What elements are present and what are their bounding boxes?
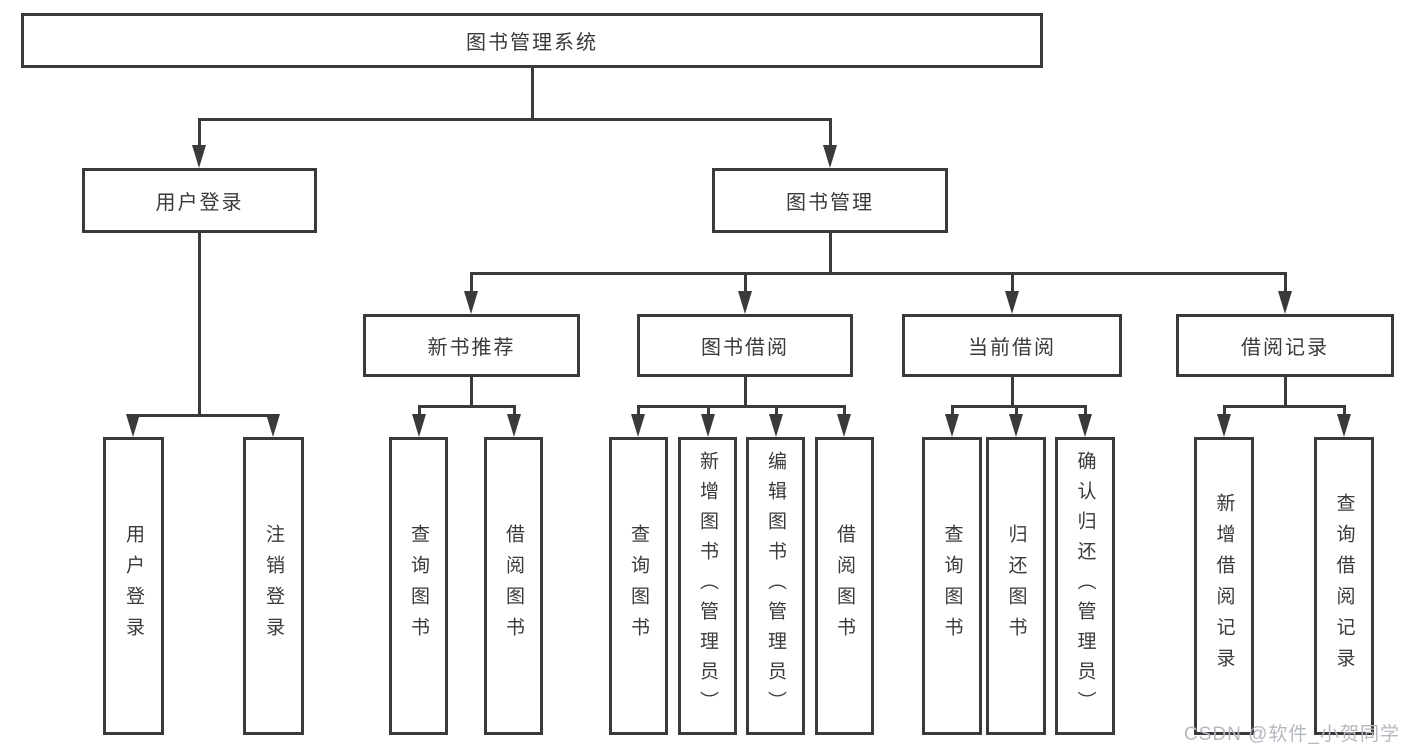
node-label: 图书借阅: [701, 337, 789, 359]
connector-root-drop: [531, 68, 534, 119]
node-label: 编辑图书（管理员）: [765, 451, 786, 721]
arrow-down-icon: [769, 414, 783, 437]
connector-user-leaves-rail: [132, 414, 275, 417]
leaf-borrow-books-1: 借阅图书: [484, 437, 543, 735]
arrow-down-icon: [631, 414, 645, 437]
arrow-down-icon: [412, 414, 426, 437]
node-borrowing-records: 借阅记录: [1176, 314, 1394, 377]
node-label: 注销登录: [263, 524, 284, 648]
connector-leaves-rail: [951, 405, 1086, 408]
node-book-borrowing: 图书借阅: [637, 314, 853, 377]
connector-stem: [951, 405, 954, 416]
connector-user-login-drop: [198, 233, 201, 416]
node-label: 归还图书: [1005, 524, 1027, 648]
connector-stem: [1284, 272, 1287, 293]
node-label: 图书管理: [786, 192, 874, 214]
leaf-query-books-1: 查询图书: [389, 437, 448, 735]
connector-stem: [744, 272, 747, 293]
node-label: 借阅图书: [834, 524, 855, 648]
connector-stem: [1223, 405, 1226, 416]
node-user-login: 用户登录: [82, 168, 317, 233]
leaf-logout: 注销登录: [243, 437, 304, 735]
connector-stem: [418, 405, 421, 416]
arrow-down-icon: [464, 291, 478, 314]
arrow-down-icon: [1337, 414, 1351, 437]
arrow-down-icon: [507, 414, 521, 437]
connector-level3-rail: [470, 272, 1286, 275]
connector-stem: [1011, 272, 1014, 293]
leaf-query-books-3: 查询图书: [922, 437, 982, 735]
connector-stem: [1343, 405, 1346, 416]
node-label: 新增借阅记录: [1213, 493, 1235, 679]
node-label: 借阅记录: [1241, 337, 1329, 359]
node-label: 查询借阅记录: [1333, 493, 1355, 679]
node-label: 查询图书: [408, 524, 429, 648]
watermark: CSDN @软件_小贺同学: [1184, 724, 1400, 745]
arrow-down-icon: [738, 291, 752, 314]
node-label: 图书管理系统: [466, 32, 598, 54]
node-label: 用户登录: [123, 524, 144, 648]
leaf-edit-book-admin: 编辑图书（管理员）: [746, 437, 805, 735]
connector-stem: [1015, 405, 1018, 416]
connector-stem: [1084, 405, 1087, 416]
leaf-confirm-return-admin: 确认归还（管理员）: [1055, 437, 1115, 735]
arrow-down-icon: [1278, 291, 1292, 314]
arrow-down-icon: [1217, 414, 1231, 437]
leaf-return-book: 归还图书: [986, 437, 1046, 735]
node-book-management: 图书管理: [712, 168, 948, 233]
connector-book-mgmt-drop: [829, 233, 832, 274]
connector-stem: [843, 405, 846, 416]
connector-leaves-rail: [1223, 405, 1345, 408]
node-label: 查询图书: [941, 524, 963, 648]
connector-stem: [513, 405, 516, 416]
arrow-down-icon: [266, 414, 280, 437]
connector-leaves-rail: [637, 405, 845, 408]
arrow-down-icon: [1078, 414, 1092, 437]
connector-group-drop: [1011, 377, 1014, 406]
connector-stem: [470, 272, 473, 293]
arrow-down-icon: [823, 145, 837, 168]
leaf-query-borrow-record: 查询借阅记录: [1314, 437, 1374, 735]
arrow-down-icon: [192, 145, 206, 168]
connector-stem: [829, 118, 832, 148]
connector-stem: [707, 405, 710, 416]
leaf-user-login: 用户登录: [103, 437, 164, 735]
node-label: 当前借阅: [968, 337, 1056, 359]
leaf-borrow-books-2: 借阅图书: [815, 437, 874, 735]
connector-group-drop: [744, 377, 747, 406]
connector-leaves-rail: [418, 405, 516, 408]
arrow-down-icon: [126, 414, 140, 437]
connector-stem: [775, 405, 778, 416]
node-current-borrowing: 当前借阅: [902, 314, 1122, 377]
node-label: 确认归还（管理员）: [1074, 451, 1096, 721]
node-label: 新增图书（管理员）: [697, 451, 718, 721]
connector-level2-rail: [198, 118, 832, 121]
arrow-down-icon: [837, 414, 851, 437]
connector-group-drop: [1284, 377, 1287, 406]
connector-group-drop: [470, 377, 473, 406]
node-label: 借阅图书: [503, 524, 524, 648]
connector-stem: [637, 405, 640, 416]
node-label: 查询图书: [628, 524, 649, 648]
node-label: 用户登录: [155, 192, 244, 214]
arrow-down-icon: [701, 414, 715, 437]
leaf-add-book-admin: 新增图书（管理员）: [678, 437, 737, 735]
leaf-query-books-2: 查询图书: [609, 437, 668, 735]
node-library-system: 图书管理系统: [21, 13, 1043, 68]
arrow-down-icon: [1005, 291, 1019, 314]
arrow-down-icon: [945, 414, 959, 437]
leaf-add-borrow-record: 新增借阅记录: [1194, 437, 1254, 735]
node-new-book-recommend: 新书推荐: [363, 314, 580, 377]
connector-stem: [198, 118, 201, 148]
node-label: 新书推荐: [427, 337, 516, 359]
arrow-down-icon: [1009, 414, 1023, 437]
